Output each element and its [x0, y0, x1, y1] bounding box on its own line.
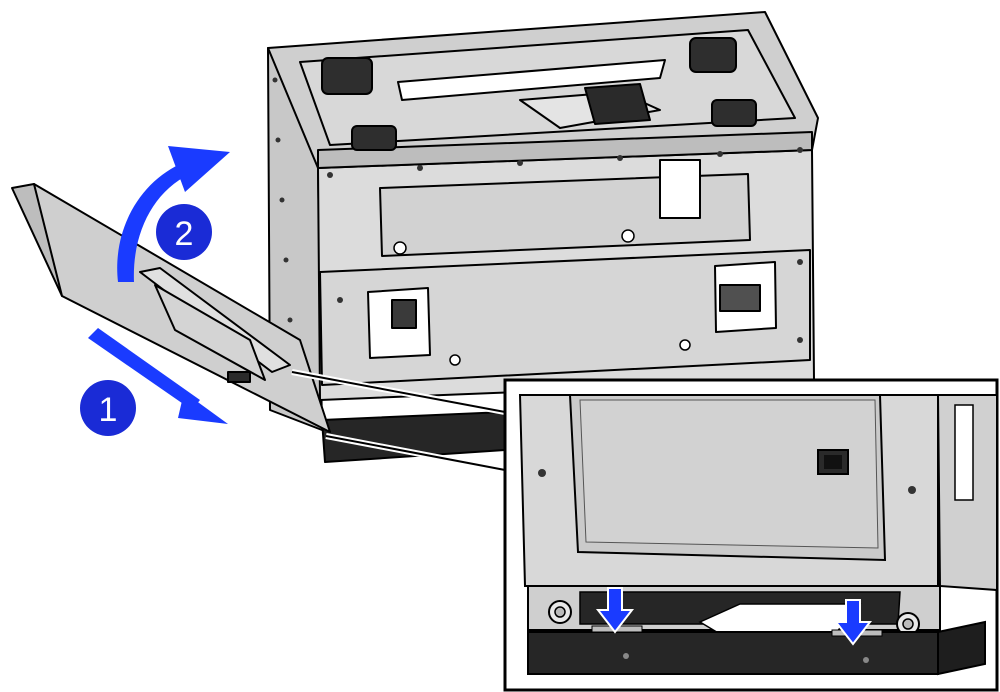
step-1-number: 1 [99, 391, 118, 429]
top-clamp-4 [711, 99, 757, 127]
latch-block [391, 299, 417, 329]
door-latch [227, 371, 251, 383]
detail-inset [503, 378, 999, 692]
right-bracket [719, 284, 761, 312]
inset-down-arrow-left [595, 587, 635, 634]
step-2-arrow [117, 146, 230, 282]
step-2-arrow-arc [117, 162, 190, 282]
inset-side-slot [954, 404, 974, 501]
front-top-rail [317, 131, 813, 169]
step-2-number: 2 [175, 215, 194, 253]
top-clamp-2 [689, 37, 737, 73]
control-box [584, 83, 651, 125]
top-clamp-1 [321, 57, 373, 95]
inset-recess-face [579, 399, 879, 549]
inset-base-screw-1 [623, 653, 629, 659]
step-1-arrow-shaft [88, 328, 200, 410]
cabinet-frame [267, 11, 819, 463]
side-window [659, 159, 701, 219]
inset-down-arrow-right [833, 599, 873, 646]
door-panel [11, 183, 331, 433]
door-inner-recess [154, 284, 266, 381]
frame-screws [272, 77, 803, 343]
zoom-callout-lines [291, 369, 506, 473]
inset-switch-rocker [824, 455, 842, 469]
inset-base-side [937, 620, 986, 676]
inset-screw-left [538, 469, 546, 477]
inset-black-base [527, 631, 939, 675]
inner-bracket [379, 173, 751, 257]
step-1-arrow [88, 328, 228, 424]
step-1-arrow-head [178, 392, 228, 424]
inset-screw-right [908, 486, 916, 494]
top-clamp-3 [351, 125, 397, 151]
step-2-badge: 2 [156, 204, 212, 260]
inset-base-screw-2 [863, 657, 869, 663]
inset-bolt-left [548, 600, 572, 624]
middle-cross-rail [319, 249, 811, 386]
step-1-badge: 1 [80, 380, 136, 436]
step-2-arrow-head [168, 146, 230, 192]
mid-rail-holes [393, 229, 691, 366]
top-slot [397, 59, 666, 101]
